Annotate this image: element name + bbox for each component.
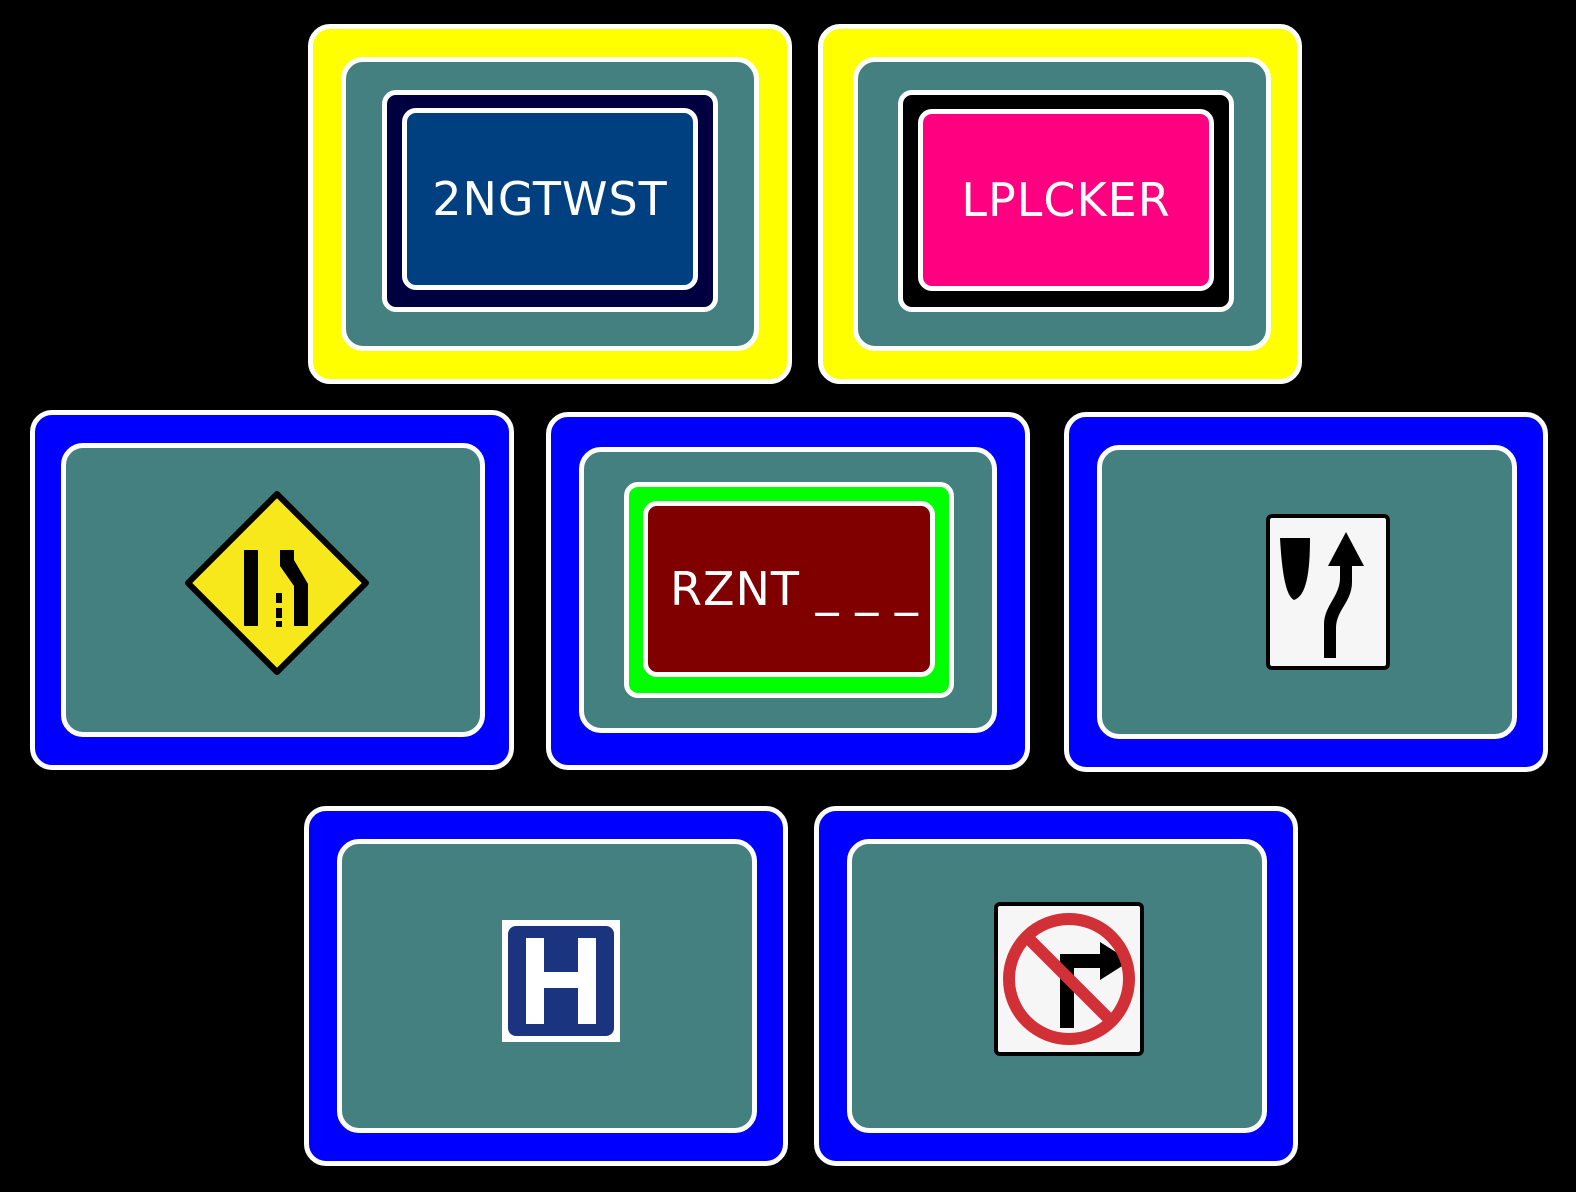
tile-panel: RZNT _ _ _ xyxy=(579,447,997,733)
card-frame: 2NGTWST xyxy=(382,90,718,312)
word-card: LPLCKER xyxy=(918,109,1214,291)
lane-ends-merge-left-sign-icon xyxy=(185,491,369,675)
tile-panel xyxy=(337,839,757,1133)
word-label: 2NGTWST xyxy=(432,172,668,226)
tile-hospital[interactable] xyxy=(304,806,788,1166)
tile-panel: LPLCKER xyxy=(853,57,1271,351)
no-right-turn-sign-icon xyxy=(994,902,1144,1056)
word-card: RZNT _ _ _ xyxy=(643,501,935,677)
keep-right-sign-icon xyxy=(1266,514,1390,670)
tile-panel xyxy=(61,443,485,737)
tile-2ngtwst[interactable]: 2NGTWST xyxy=(308,24,792,384)
tile-panel: 2NGTWST xyxy=(341,57,759,351)
word-card: 2NGTWST xyxy=(402,108,698,290)
card-frame: LPLCKER xyxy=(898,90,1234,312)
word-label: RZNT _ _ _ xyxy=(670,562,919,616)
tile-lane-ends[interactable] xyxy=(30,410,514,770)
card-frame: RZNT _ _ _ xyxy=(624,482,954,698)
tile-no-right-turn[interactable] xyxy=(814,806,1298,1166)
word-label: LPLCKER xyxy=(961,173,1171,227)
tile-keep-right[interactable] xyxy=(1064,412,1548,772)
tile-lplcker[interactable]: LPLCKER xyxy=(818,24,1302,384)
hospital-sign-icon xyxy=(502,920,620,1042)
tile-rznt[interactable]: RZNT _ _ _ xyxy=(546,412,1030,770)
tile-panel xyxy=(847,839,1267,1133)
tile-panel xyxy=(1097,445,1517,739)
